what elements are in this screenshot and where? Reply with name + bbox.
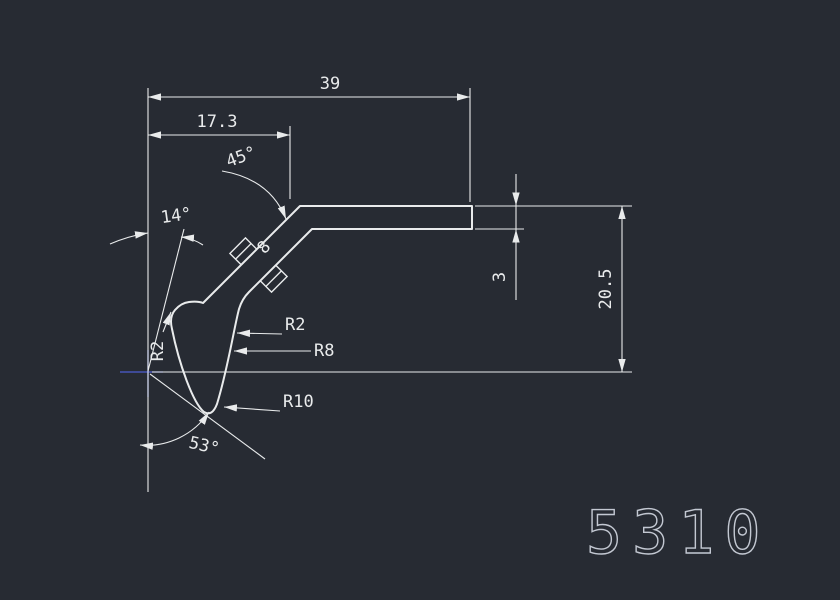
dim-45-arc	[221, 170, 287, 220]
r8-label: R8	[314, 341, 334, 361]
dim-53-label: 53°	[187, 433, 221, 459]
tab-inner-midline	[265, 270, 282, 287]
profile-outline	[170, 205, 473, 415]
dim-39-label: 39	[320, 74, 340, 94]
dim-3-label: 3	[490, 272, 510, 282]
part-number: 5310	[586, 498, 771, 568]
dim-20-5-label: 20.5	[596, 269, 616, 310]
dim-14-arc-left	[109, 231, 149, 245]
r2-left-label: R2	[148, 341, 168, 361]
dim-14-ray	[147, 228, 185, 372]
dim-17-3-label: 17.3	[197, 112, 238, 132]
leader-r10	[223, 404, 281, 412]
tab-outer-midline	[235, 243, 252, 260]
r2-upper-label: R2	[285, 315, 305, 335]
dim-14-arc-right	[180, 234, 204, 246]
leader-r2-upper	[236, 329, 283, 337]
leader-r2-left	[162, 311, 172, 333]
profile-tab-outer	[228, 236, 258, 266]
dim-14-label: 14°	[160, 204, 193, 228]
r10-label: R10	[283, 392, 314, 412]
profile-tab-inner	[259, 264, 289, 294]
dim-53-arc	[139, 411, 210, 450]
dim-45-label: 45°	[223, 143, 259, 172]
